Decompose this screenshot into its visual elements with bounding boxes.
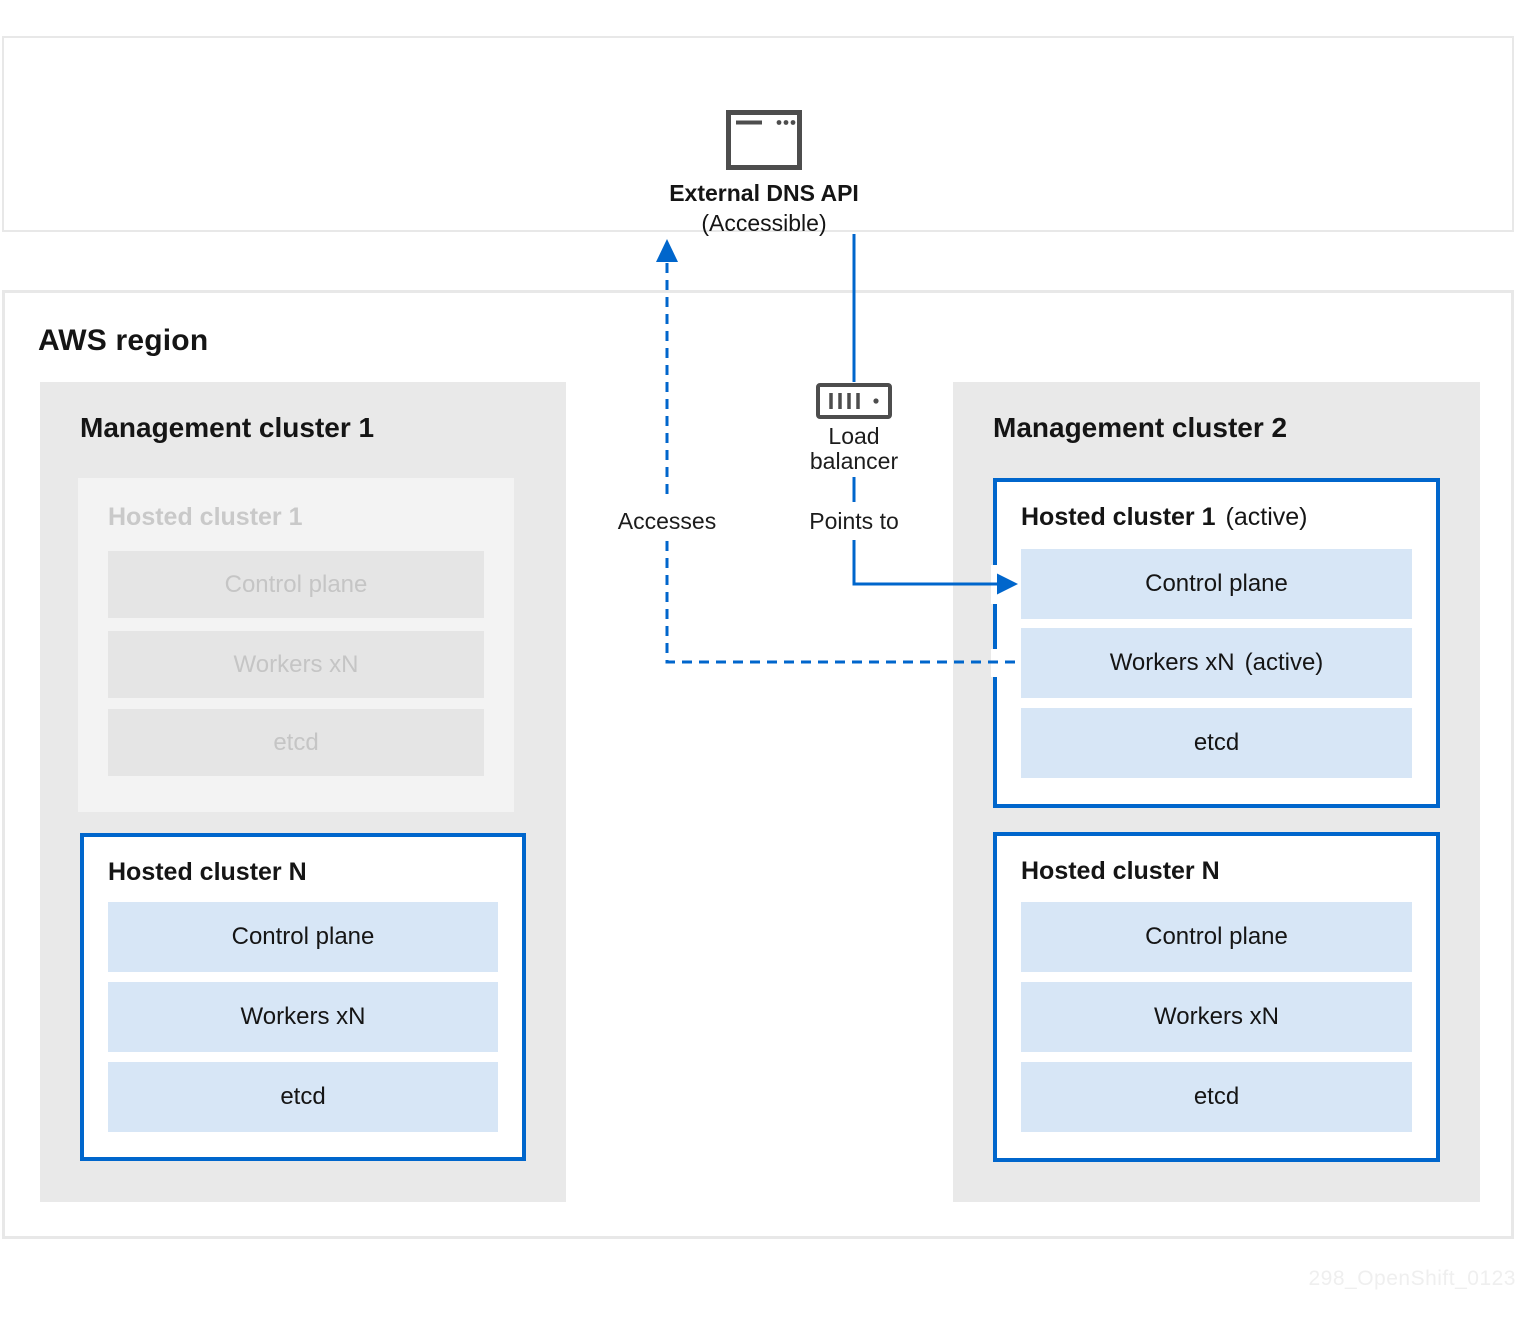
- component-label: etcd: [273, 728, 319, 756]
- management-cluster-2-title: Management cluster 2: [993, 412, 1288, 443]
- management-cluster-2-box: Management cluster 2 Hosted cluster 1 (ac…: [953, 382, 1480, 1202]
- control-plane-box: Control plane: [108, 902, 498, 972]
- component-label: Workers xN: [1109, 649, 1235, 676]
- workers-box: Workers xN: [108, 631, 484, 698]
- hosted-cluster-title: Hosted cluster 1 (active): [1021, 503, 1307, 532]
- watermark-text: 298_OpenShift_0123: [1308, 1267, 1516, 1290]
- workers-box: Workers xN: [1021, 982, 1412, 1052]
- control-plane-box: Control plane: [1021, 902, 1412, 972]
- accesses-label: Accesses: [617, 508, 717, 534]
- workers-box: Workers xN: [108, 982, 498, 1052]
- hosted-cluster-title-text: Hosted cluster N: [1021, 857, 1220, 885]
- etcd-box: etcd: [108, 709, 484, 776]
- hosted-cluster-title: Hosted cluster N: [108, 858, 307, 887]
- hosted-cluster-n-box: Hosted cluster N Control plane Workers x…: [80, 833, 526, 1161]
- component-label: Control plane: [231, 923, 375, 950]
- hosted-cluster-title-text: Hosted cluster 1: [1021, 503, 1216, 531]
- load-balancer-label: Load balancer: [809, 423, 899, 475]
- hosted-cluster-title: Hosted cluster 1: [108, 503, 303, 532]
- component-label: etcd: [1193, 729, 1240, 756]
- component-label: etcd: [1193, 1083, 1240, 1110]
- load-balancer-icon: [816, 383, 892, 419]
- component-label: etcd: [280, 1083, 326, 1110]
- etcd-box: etcd: [1021, 708, 1412, 778]
- hosted-cluster-title: Hosted cluster N: [1021, 857, 1220, 886]
- component-suffix: (active): [1244, 649, 1324, 676]
- component-label: Control plane: [1145, 570, 1288, 597]
- hosted-cluster-n-box: Hosted cluster N Control plane Workers x…: [993, 832, 1440, 1162]
- component-label: Workers xN: [1154, 1003, 1279, 1030]
- external-dns-subtitle: (Accessible): [701, 210, 827, 236]
- points-to-label: Points to: [809, 508, 899, 534]
- browser-window-icon: [726, 110, 802, 170]
- external-dns-box: External DNS API (Accessible): [2, 36, 1514, 236]
- external-dns-title: External DNS API: [669, 180, 859, 206]
- workers-active-box: Workers xN (active): [1021, 628, 1412, 698]
- etcd-box: etcd: [1021, 1062, 1412, 1132]
- management-cluster-1-box: Management cluster 1 Hosted cluster 1 Co…: [40, 382, 566, 1202]
- component-label: Workers xN: [240, 1003, 366, 1030]
- aws-region-title: AWS region: [38, 324, 209, 357]
- hosted-cluster-title-text: Hosted cluster 1: [108, 503, 303, 531]
- component-label: Workers xN: [233, 650, 359, 678]
- hosted-cluster-title-suffix: (active): [1225, 503, 1308, 531]
- hosted-cluster-1-active-box: Hosted cluster 1 (active) Control plane W…: [993, 478, 1440, 808]
- hosted-cluster-title-text: Hosted cluster N: [108, 858, 307, 886]
- component-label: Control plane: [224, 570, 368, 598]
- management-cluster-1-title: Management cluster 1: [80, 412, 375, 443]
- hosted-cluster-1-inactive-box: Hosted cluster 1 Control plane Workers x…: [78, 478, 514, 812]
- component-label: Control plane: [1145, 923, 1288, 950]
- etcd-box: etcd: [108, 1062, 498, 1132]
- control-plane-box: Control plane: [108, 551, 484, 618]
- control-plane-box: Control plane: [1021, 549, 1412, 619]
